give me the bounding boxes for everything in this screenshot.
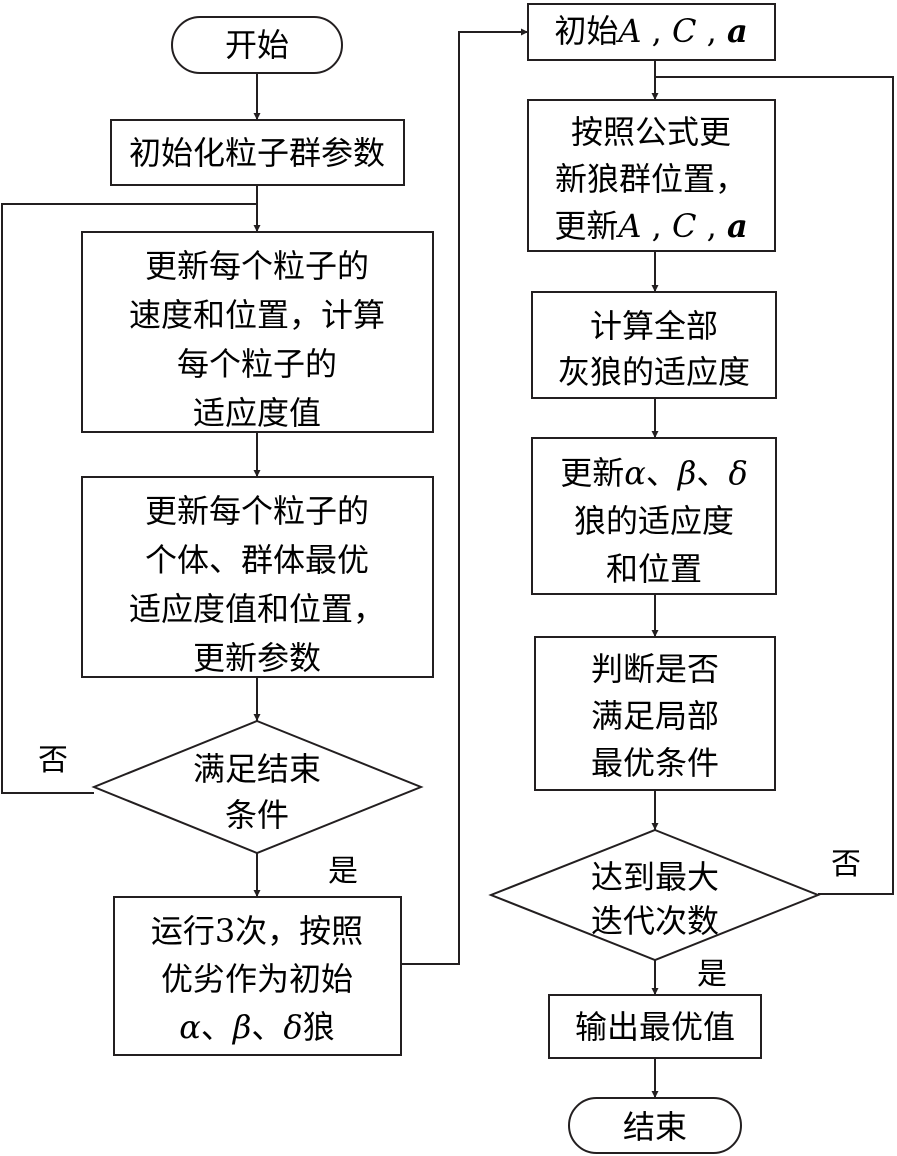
node-text-end: 结束 [623, 1108, 687, 1146]
run-three-box [113, 896, 402, 1056]
edge-label-max-iter-yes: 是 [697, 957, 727, 992]
node-text-max-iter: 达到最大迭代次数 [591, 858, 719, 940]
calc-fitness-box [531, 291, 777, 399]
shapes [81, 3, 821, 1154]
edge-label-condition-no: 否 [38, 743, 68, 778]
node-text-calc-fitness: 计算全部灰狼的适应度 [558, 307, 750, 391]
edge-label-condition-yes: 是 [328, 854, 358, 889]
node-text-init-pso: 初始化粒子群参数 [129, 134, 385, 172]
node-text-update-best: 更新每个粒子的个体、群体最优适应度值和位置，更新参数 [129, 492, 385, 677]
node-text-update-wolves: 按照公式更新狼群位置，更新A , C , a [554, 113, 747, 245]
max-iter-diamond [488, 828, 821, 962]
edges [1, 28, 894, 1098]
init-aca-box [527, 3, 776, 61]
node-text-local-opt: 判断是否满足局部最优条件 [591, 650, 719, 782]
edge-run-to-init-aca [401, 28, 528, 965]
output-box [548, 994, 762, 1059]
update-abd-box [531, 437, 777, 595]
update-velocity-box [81, 231, 434, 433]
local-opt-box [534, 636, 776, 791]
node-text-update-velocity: 更新每个粒子的速度和位置，计算每个粒子的适应度值 [129, 247, 385, 432]
node-text-init-aca: 初始A , C , a [554, 12, 747, 50]
edge-label-max-iter-no: 否 [831, 847, 861, 882]
start-terminal [171, 16, 343, 74]
edge-labels: 否 是 否 是 [38, 743, 861, 992]
update-wolves-box [527, 99, 776, 252]
edge-max-iter-no-loop [655, 76, 894, 895]
node-text-end-condition: 满足结束条件 [193, 750, 321, 834]
update-best-box [81, 476, 434, 678]
edge-condition-no-loop [1, 203, 257, 794]
init-pso-box [110, 119, 405, 186]
end-condition-diamond [91, 719, 424, 855]
node-texts: 开始 初始化粒子群参数 更新每个粒子的速度和位置，计算每个粒子的适应度值 更新每… [129, 12, 750, 1146]
node-text-start: 开始 [225, 26, 289, 64]
node-text-output: 输出最优值 [575, 1008, 735, 1046]
end-terminal [568, 1097, 742, 1154]
